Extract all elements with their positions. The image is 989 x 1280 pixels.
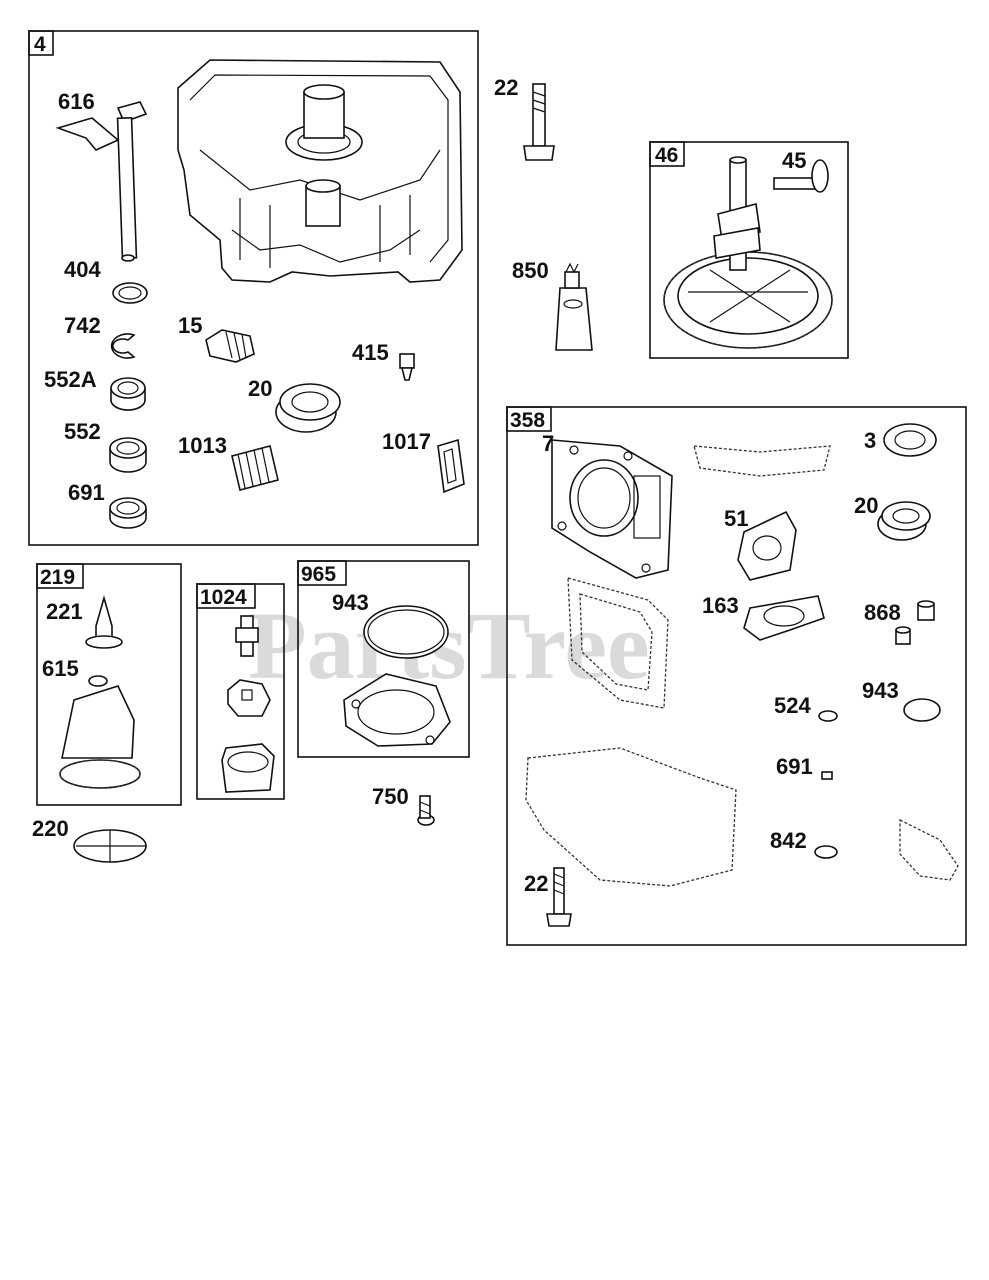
bushing-552-icon [109, 437, 147, 473]
group-965-frame [297, 560, 470, 758]
callout-415: 415 [352, 340, 389, 365]
oil-pump-rotor-icons [221, 615, 275, 793]
cover-plate-icon [343, 673, 451, 747]
dipstick-seal-1017-icon [437, 438, 465, 494]
group-219-frame [36, 563, 182, 806]
crankcase-sump-illustration [177, 59, 463, 283]
callout-552: 552 [64, 419, 101, 444]
governor-pin-221-icon [85, 595, 123, 649]
callout-220: 220 [32, 816, 69, 841]
callout-404: 404 [64, 257, 101, 282]
group-4: 4 616 404 742 [28, 30, 479, 546]
head-gasket-7-icon [551, 439, 673, 579]
callout-51: 51 [724, 506, 748, 531]
group-1024: 1024 [196, 583, 285, 800]
tappet-45-icon [773, 159, 829, 193]
callout-15: 15 [178, 313, 202, 338]
governor-gear-illustration [59, 685, 141, 789]
callout-850: 850 [512, 258, 549, 283]
callout-691-right: 691 [776, 754, 813, 779]
e-ring-742-icon [110, 333, 136, 359]
callout-1017: 1017 [382, 429, 431, 454]
o-ring-943-right-icon [903, 698, 941, 722]
o-ring-943-icon [363, 605, 449, 659]
group-358-tag-box [506, 406, 552, 432]
plug-15-icon [205, 329, 255, 363]
ring-842-icon [814, 845, 838, 859]
callout-742: 742 [64, 313, 101, 338]
group-965: 965 943 [297, 560, 470, 758]
callout-45: 45 [782, 148, 806, 173]
camshaft-gear-illustration [663, 156, 833, 349]
breather-415-icon [399, 353, 415, 381]
group-4-tag: 4 [34, 33, 46, 56]
ring-615-icon [88, 675, 108, 687]
group-4-tag-box [28, 30, 54, 56]
watermark: PartsTree [248, 592, 650, 699]
callout-616: 616 [58, 89, 95, 114]
group-965-tag: 965 [301, 563, 336, 586]
callout-20-right: 20 [854, 493, 878, 518]
callout-524: 524 [774, 693, 811, 718]
callout-3: 3 [864, 428, 876, 453]
gasket-top-dotted-icon [693, 445, 831, 477]
bolt-22-top-icon [523, 83, 555, 161]
dowel-868-icon [895, 600, 935, 645]
callout-842: 842 [770, 828, 807, 853]
group-46: 46 45 [649, 141, 849, 359]
callout-221: 221 [46, 599, 83, 624]
callout-20: 20 [248, 376, 272, 401]
screw-750-icon [417, 795, 435, 826]
group-46-frame [649, 141, 849, 359]
callout-163: 163 [702, 593, 739, 618]
callout-943: 943 [332, 590, 369, 615]
ring-524-icon [818, 710, 838, 722]
callout-691: 691 [68, 480, 105, 505]
seal-691-right-icon [821, 771, 833, 780]
callout-7: 7 [542, 431, 554, 456]
group-219-tag: 219 [40, 566, 75, 589]
gasket-51-icon [737, 510, 797, 581]
seal-691-icon [109, 497, 147, 529]
callout-750: 750 [372, 784, 409, 809]
spring-1013-icon [231, 445, 279, 491]
oil-seal-20-icon [275, 383, 341, 433]
group-219-tag-box [36, 563, 84, 589]
gasket-sump-dotted-icon [525, 747, 737, 887]
callout-615: 615 [42, 656, 79, 681]
group-4-frame [28, 30, 479, 546]
group-358: 358 7 3 51 20 [506, 406, 967, 946]
callout-943-right: 943 [862, 678, 899, 703]
group-1024-tag: 1024 [200, 586, 247, 609]
callout-22-bottom: 22 [524, 871, 548, 896]
group-46-tag: 46 [655, 144, 678, 167]
governor-shaft-illustration [55, 101, 148, 262]
seal-3-icon [883, 423, 937, 457]
washer-404-icon [112, 282, 148, 304]
group-46-tag-box [649, 141, 685, 167]
bolt-22-bottom-icon [546, 867, 572, 927]
group-1024-tag-box [196, 583, 256, 609]
silicone-sealant-850-icon [555, 262, 593, 351]
bushing-552a-icon [110, 377, 146, 411]
callout-868: 868 [864, 600, 901, 625]
gasket-valve-cover-dotted-icon [567, 577, 669, 709]
group-965-tag-box [297, 560, 347, 586]
group-358-tag: 358 [510, 409, 545, 432]
callout-1013: 1013 [178, 433, 227, 458]
callout-22-top: 22 [494, 75, 518, 100]
callout-552a: 552A [44, 367, 97, 392]
group-358-frame [506, 406, 967, 946]
gasket-163-icon [743, 595, 825, 641]
seal-20-right-icon [877, 501, 931, 541]
gasket-carb-dotted-icon [899, 818, 959, 881]
group-219: 219 221 615 [36, 563, 182, 806]
